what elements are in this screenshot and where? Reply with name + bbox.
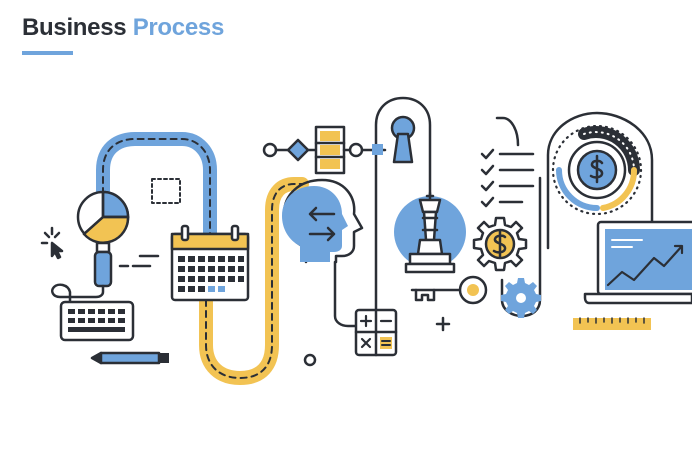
cursor-click-icon	[40, 226, 64, 260]
dollar-gauge-icon	[551, 124, 643, 216]
flowchart-icon	[262, 125, 364, 175]
calculator-icon	[354, 308, 398, 357]
pencil-icon	[90, 351, 169, 365]
gear-icon	[501, 278, 541, 318]
plus-icon	[435, 316, 451, 332]
arch-connector	[374, 96, 432, 312]
laptop-chart-icon	[583, 220, 692, 305]
page-title: Business Process	[22, 14, 224, 42]
keyboard-icon	[59, 300, 135, 342]
dot-small	[303, 353, 317, 367]
yellow-dashed-path	[199, 177, 309, 385]
title-word-process: Process	[132, 14, 225, 41]
blue-dashed-path	[96, 132, 217, 242]
calendar-icon	[170, 224, 250, 302]
dashed-square-icon	[151, 178, 181, 204]
chess-king-icon	[394, 191, 466, 274]
gauge-arch	[546, 111, 654, 250]
pie-chart-magnifier-icon	[76, 190, 130, 288]
title-underline	[22, 51, 73, 55]
gear-dollar-icon	[472, 216, 528, 272]
head-arrows-icon	[282, 178, 364, 264]
ruler-icon	[573, 317, 651, 330]
connector-head-calculator	[333, 260, 358, 328]
connector-square	[372, 144, 383, 155]
key-icon	[410, 275, 488, 305]
cable	[51, 283, 105, 304]
title-word-business: Business	[22, 14, 127, 41]
dashes-left	[118, 254, 160, 268]
checklist-icon	[480, 148, 535, 208]
keyhole-icon	[390, 115, 416, 164]
